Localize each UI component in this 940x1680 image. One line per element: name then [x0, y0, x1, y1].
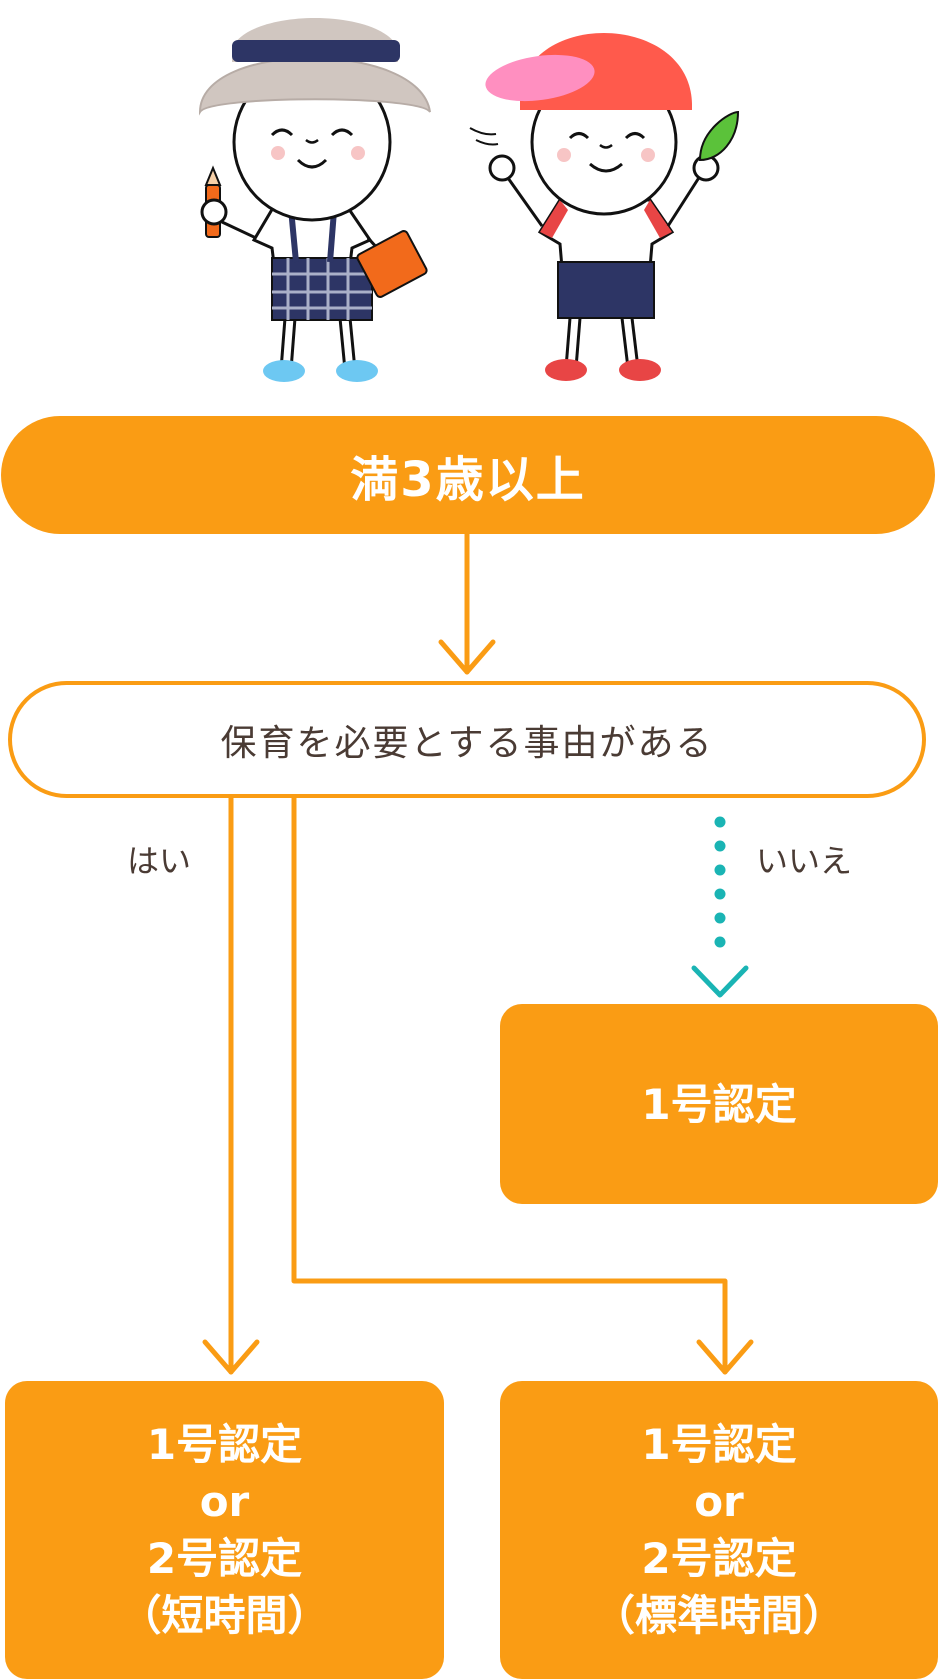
child-with-cap-icon: [469, 32, 740, 381]
child-with-hat-icon: [198, 18, 431, 382]
result-no-line1: 1号認定: [641, 1079, 797, 1129]
result-yes-standard-box: 1号認定 or 2号認定 （標準時間）: [500, 1381, 938, 1679]
question-pill: 保育を必要とする事由がある: [8, 681, 926, 798]
result-yes-short-box: 1号認定 or 2号認定 （短時間）: [5, 1381, 444, 1679]
arrow-to-question: [438, 531, 496, 675]
result-no-box: 1号認定: [500, 1004, 938, 1204]
branch-no-label: いいえ: [756, 842, 853, 880]
result-standard-line1: 1号認定: [641, 1420, 797, 1469]
branch-yes-label: はい: [127, 842, 192, 880]
result-standard-line2: or: [694, 1477, 744, 1526]
question-label: 保育を必要とする事由がある: [220, 722, 714, 764]
result-short-line1: 1号認定: [146, 1420, 303, 1469]
age-condition-label: 満3歳以上: [350, 452, 586, 508]
result-short-line2: or: [199, 1477, 250, 1526]
result-short-line3: 2号認定: [146, 1534, 303, 1583]
result-standard-line4: （標準時間）: [592, 1591, 845, 1640]
result-standard-line3: 2号認定: [641, 1534, 797, 1583]
children-illustration: [198, 18, 740, 382]
age-condition-pill: 満3歳以上: [1, 416, 935, 534]
arrow-no-dotted: [691, 816, 749, 998]
result-short-line4: （短時間）: [119, 1591, 330, 1640]
arrow-yes-left: [202, 795, 260, 1375]
